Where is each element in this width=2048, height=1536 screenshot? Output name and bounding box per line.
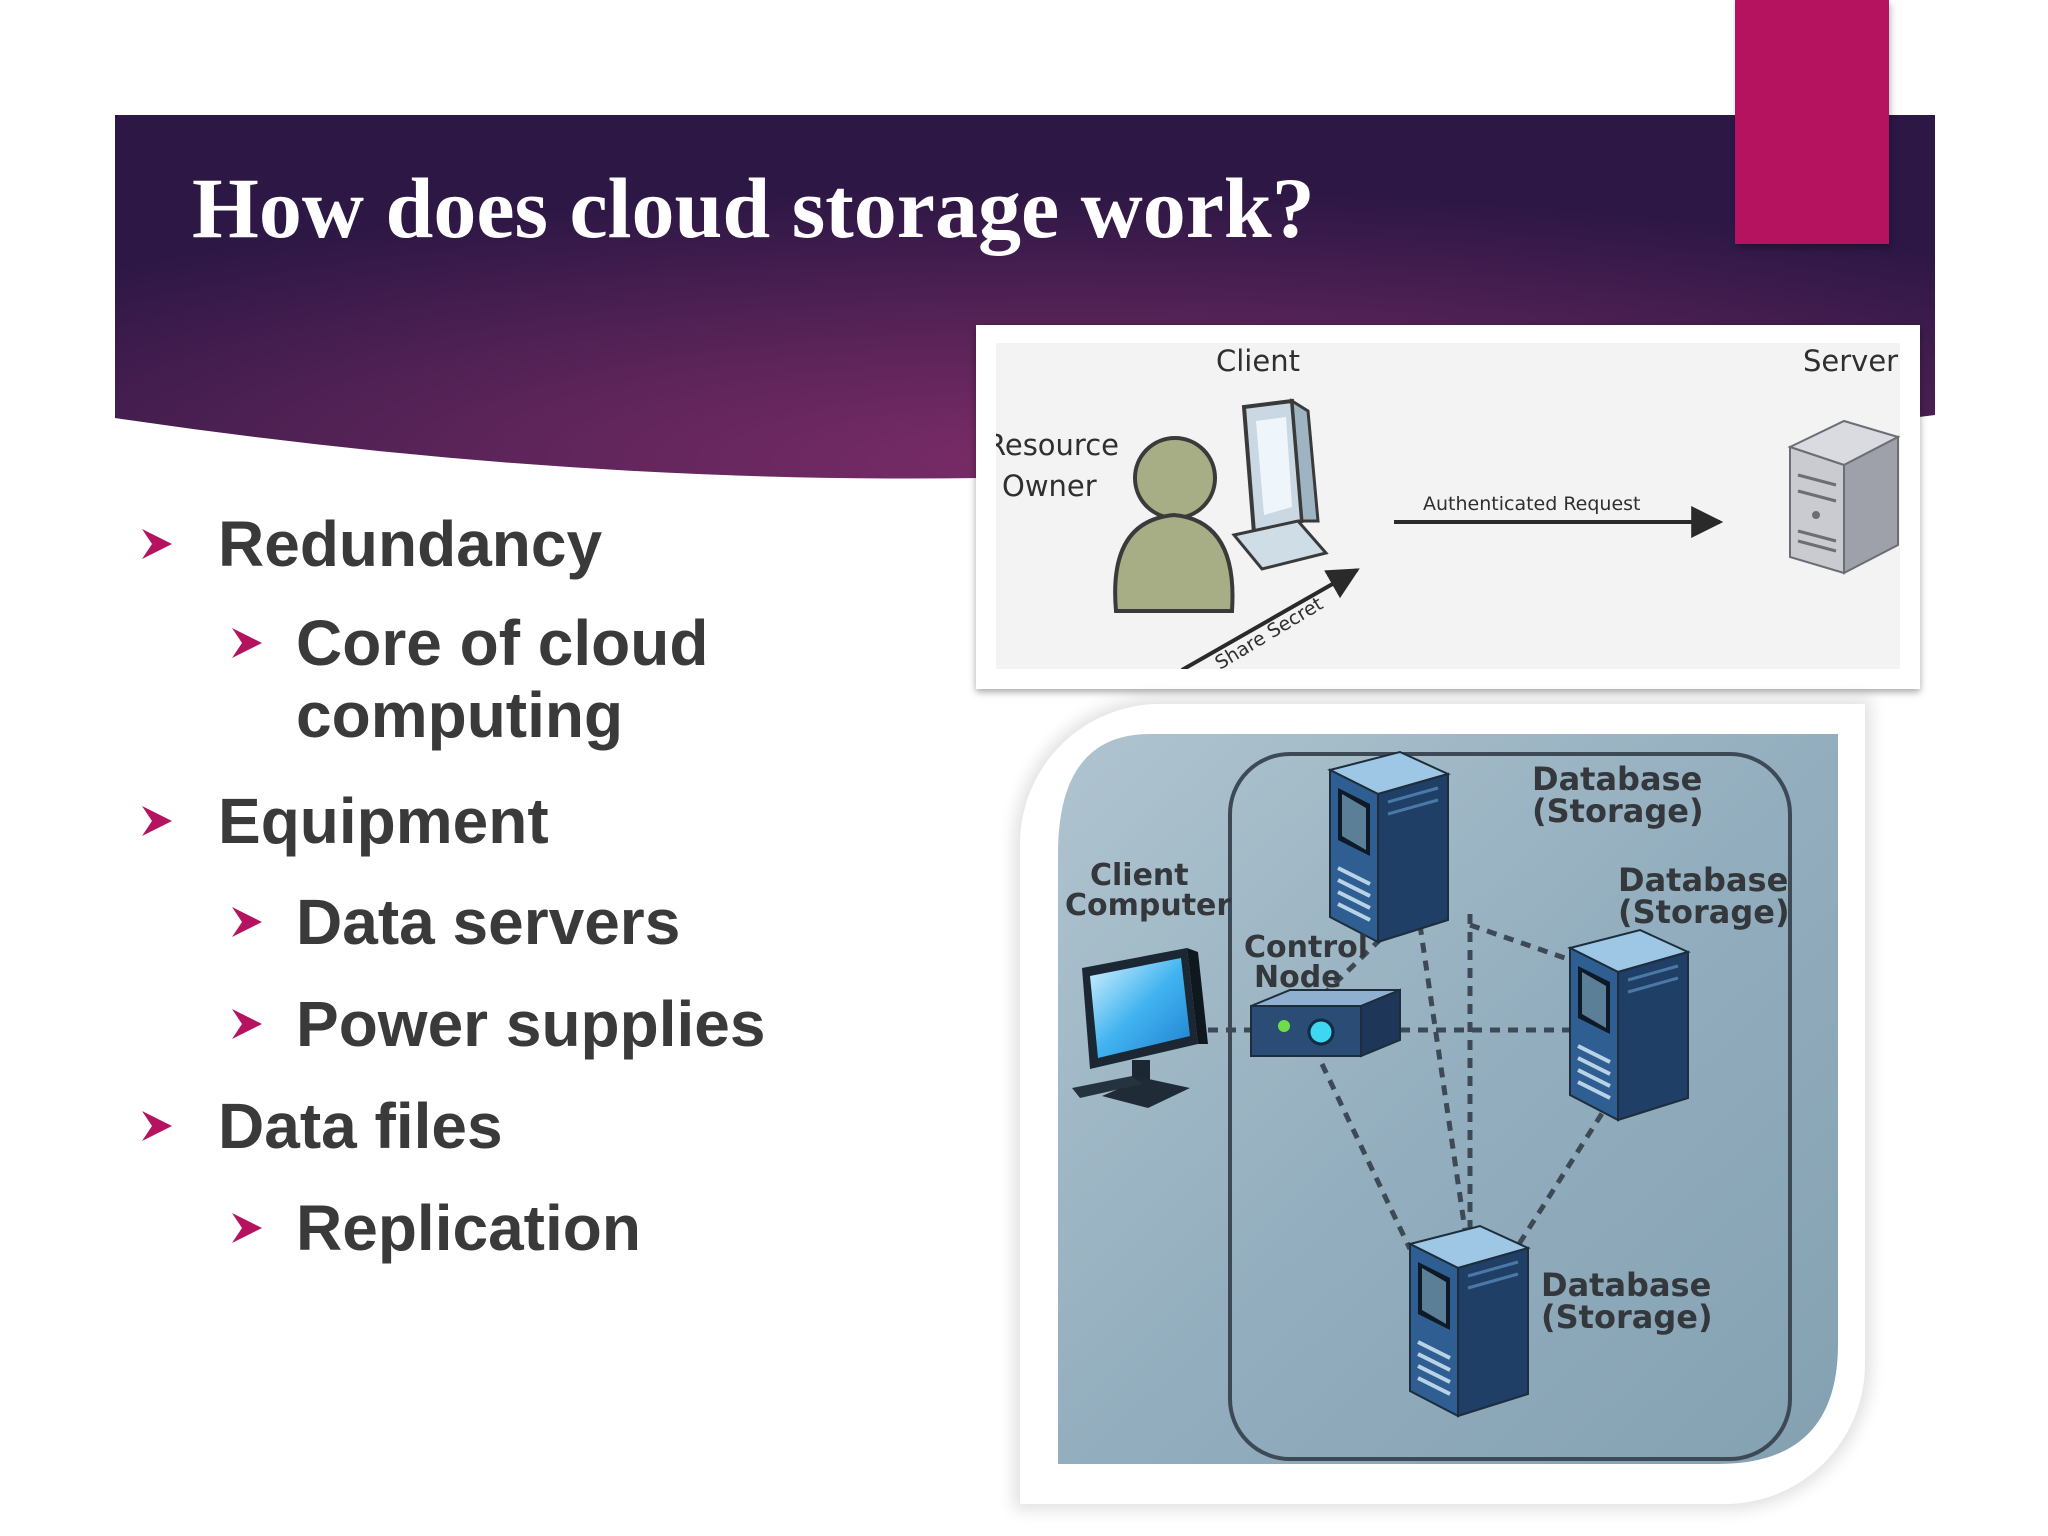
database-top-label-line1: Database	[1532, 760, 1702, 798]
bullet-list: Redundancy Core of cloud computing Equip…	[0, 0, 960, 1536]
bullet-arrow-icon	[140, 508, 184, 580]
accent-tab	[1735, 0, 1889, 244]
bullet-replication: Replication	[230, 1192, 641, 1264]
bullet-label: Data files	[218, 1090, 503, 1162]
bullet-arrow-icon	[230, 1192, 274, 1264]
client-label: Client	[1216, 344, 1300, 378]
server-icon	[1787, 419, 1900, 575]
database-top-label-line2: (Storage)	[1532, 792, 1704, 830]
authenticated-request-label: Authenticated Request	[1423, 493, 1641, 515]
database-right-label-line2: (Storage)	[1618, 893, 1790, 931]
bullet-redundancy: Redundancy	[140, 508, 602, 580]
database-bottom-label-line1: Database	[1541, 1266, 1711, 1304]
storage-cluster-boundary	[1228, 752, 1792, 1461]
resource-owner-label-line2: Owner	[1002, 469, 1097, 503]
bullet-label: Replication	[296, 1192, 641, 1264]
network-diagram-image: Client Computer Control Node Database (S…	[1020, 704, 1865, 1504]
bullet-data-files: Data files	[140, 1090, 503, 1162]
share-secret-arrow	[1181, 568, 1360, 669]
bullet-arrow-icon	[230, 886, 274, 958]
bullet-arrow-icon	[230, 607, 274, 679]
bullet-label: Equipment	[218, 785, 549, 857]
client-computer-label-line2: Computer	[1065, 888, 1231, 923]
bullet-data-servers: Data servers	[230, 886, 680, 958]
database-storage-right-icon	[1568, 928, 1690, 1122]
bullet-power-supplies: Power supplies	[230, 988, 765, 1060]
bullet-label-line1: Core of cloud	[296, 607, 709, 679]
server-label: Server	[1803, 344, 1898, 378]
bullet-label-line2: computing	[296, 679, 624, 751]
network-connections	[1208, 914, 1611, 1276]
client-computer-label-line1: Client	[1090, 858, 1189, 893]
bullet-label: Redundancy	[218, 508, 603, 580]
control-node-label-line1: Control	[1244, 930, 1368, 965]
bullet-label: Data servers	[296, 886, 681, 958]
database-storage-bottom-icon	[1408, 1224, 1530, 1418]
bullet-arrow-icon	[140, 1090, 184, 1162]
slide-title: How does cloud storage work?	[192, 160, 1315, 256]
client-computer-icon	[1231, 398, 1329, 571]
bullet-label: Power supplies	[296, 988, 766, 1060]
bullet-equipment: Equipment	[140, 785, 549, 857]
resource-owner-label-line1: Resource	[986, 428, 1119, 462]
database-bottom-label-line2: (Storage)	[1541, 1298, 1713, 1336]
control-node-icon	[1250, 988, 1401, 1058]
bullet-arrow-icon	[140, 785, 184, 857]
client-computer-icon	[1072, 948, 1208, 1108]
control-node-label-line2: Node	[1254, 960, 1342, 995]
database-right-label-line1: Database	[1618, 861, 1788, 899]
resource-owner-icon	[1113, 436, 1235, 613]
bullet-core-of-cloud-computing: Core of cloud computing	[230, 607, 708, 751]
database-storage-top-icon	[1328, 750, 1450, 944]
auth-diagram-image: Client Server Resource Owner Authenticat…	[976, 325, 1920, 689]
bullet-arrow-icon	[230, 988, 274, 1060]
